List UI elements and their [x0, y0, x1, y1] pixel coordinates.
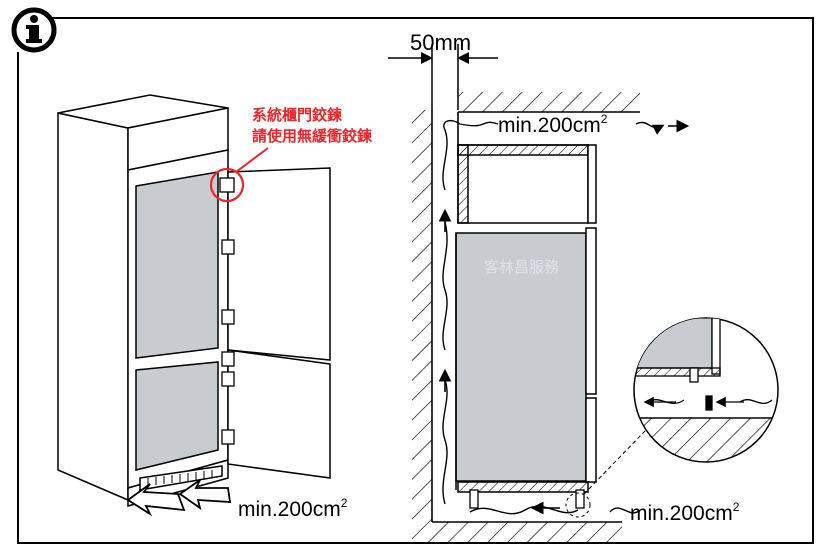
info-icon [11, 7, 57, 53]
vent-label-bottom-left: min.200cm2 [238, 496, 348, 521]
detail-zoom-circle [633, 317, 779, 463]
wall-lines [431, 110, 640, 523]
hinge-note-line2: 請使用無緩衝鉸鍊 [252, 127, 373, 145]
airflow-arrows [438, 119, 690, 515]
door-hinges [219, 177, 235, 445]
vent-label-bottom-right: min.200cm2 [630, 500, 740, 525]
svg-text:min.200cm2: min.200cm2 [498, 112, 608, 137]
detail-leader-line [583, 429, 647, 495]
vent-grille-slots [147, 470, 213, 486]
outer-frame [17, 17, 814, 544]
appliance-feet [469, 489, 585, 509]
wall-hatching [412, 92, 640, 544]
watermark-text: 客林昌服務 [484, 258, 559, 276]
airflow-lines [442, 119, 665, 515]
svg-text:min.200cm2: min.200cm2 [238, 496, 348, 521]
cabinet-illustration [57, 94, 331, 507]
hinge-highlight-circle [209, 167, 245, 203]
air-intake-arrows [126, 479, 232, 517]
vent-label-top-right: min.200cm2 [498, 112, 608, 137]
appliance-body [455, 227, 597, 493]
upper-cabinet [457, 144, 597, 224]
hinge-callout-line [235, 147, 269, 173]
hinge-note-line1: 系統櫃門鉸鍊 [252, 106, 343, 124]
gap-dimension-label: 50mm [410, 30, 471, 55]
svg-text:min.200cm2: min.200cm2 [630, 500, 740, 525]
detail-marker [565, 492, 591, 518]
